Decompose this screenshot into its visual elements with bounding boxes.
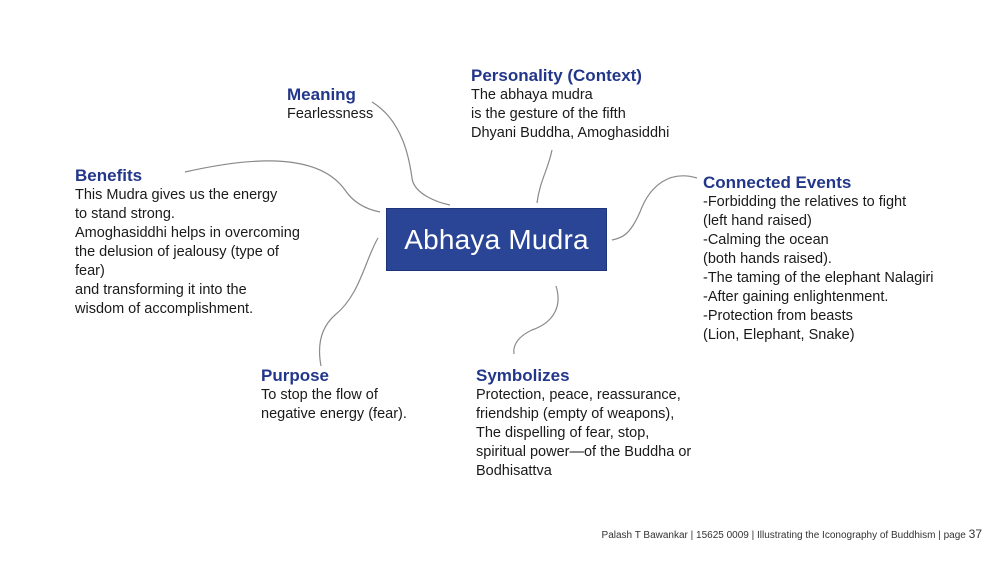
page-number: 37 bbox=[968, 527, 982, 541]
node-symbolizes-line: friendship (empty of weapons), bbox=[476, 406, 675, 422]
connector-personality bbox=[536, 149, 553, 204]
node-connected-events-line: (both hands raised). bbox=[703, 251, 832, 267]
connector-connected bbox=[611, 175, 698, 241]
connector-benefits bbox=[184, 160, 381, 213]
node-purpose-line: To stop the flow of bbox=[261, 387, 378, 403]
node-connected-events: Connected Events -Forbidding the relativ… bbox=[703, 173, 934, 345]
node-benefits-line: Amoghasiddhi helps in overcoming bbox=[75, 225, 300, 241]
node-symbolizes: Symbolizes Protection, peace, reassuranc… bbox=[476, 366, 691, 481]
page-footer: Palash T Bawankar | 15625 0009 | Illustr… bbox=[602, 527, 982, 541]
node-benefits-line: wisdom of accomplishment. bbox=[75, 301, 254, 317]
node-connected-events-line: (Lion, Elephant, Snake) bbox=[703, 327, 855, 343]
node-benefits: Benefits This Mudra gives us the energy … bbox=[75, 166, 300, 319]
connector-meaning bbox=[371, 101, 451, 206]
node-meaning-line: Fearlessness bbox=[287, 106, 374, 122]
footer-credit: Palash T Bawankar | 15625 0009 | Illustr… bbox=[601, 530, 969, 541]
node-connected-events-line: -Forbidding the relatives to fight bbox=[703, 194, 907, 210]
node-personality: Personality (Context) The abhaya mudra i… bbox=[471, 66, 669, 143]
node-benefits-line: fear) bbox=[75, 263, 105, 279]
node-benefits-line: the delusion of jealousy (type of bbox=[75, 244, 279, 260]
central-topic-box: Abhaya Mudra bbox=[386, 208, 607, 271]
node-connected-events-line: (left hand raised) bbox=[703, 213, 812, 229]
node-symbolizes-title: Symbolizes bbox=[476, 366, 570, 385]
node-symbolizes-line: Protection, peace, reassurance, bbox=[476, 387, 681, 403]
node-symbolizes-line: spiritual power—of the Buddha or bbox=[476, 444, 692, 460]
node-benefits-line: and transforming it into the bbox=[75, 282, 247, 298]
node-connected-events-line: -Calming the ocean bbox=[703, 232, 829, 248]
node-purpose: Purpose To stop the flow of negative ene… bbox=[261, 366, 407, 424]
node-connected-events-line: -The taming of the elephant Nalagiri bbox=[703, 270, 934, 286]
node-purpose-line: negative energy (fear). bbox=[261, 406, 407, 422]
node-benefits-title: Benefits bbox=[75, 166, 143, 185]
node-benefits-line: to stand strong. bbox=[75, 206, 175, 222]
node-purpose-title: Purpose bbox=[261, 366, 330, 385]
node-connected-events-line: -Protection from beasts bbox=[703, 308, 853, 324]
node-symbolizes-line: Bodhisattva bbox=[476, 463, 552, 479]
node-personality-title: Personality (Context) bbox=[471, 66, 642, 85]
node-meaning-title: Meaning bbox=[287, 85, 356, 104]
node-benefits-line: This Mudra gives us the energy bbox=[75, 187, 278, 203]
node-connected-events-line: -After gaining enlightenment. bbox=[703, 289, 889, 305]
connector-purpose bbox=[318, 237, 379, 367]
node-meaning: Meaning Fearlessness bbox=[287, 85, 373, 124]
node-personality-line: is the gesture of the fifth bbox=[471, 106, 626, 122]
node-symbolizes-line: The dispelling of fear, stop, bbox=[476, 425, 650, 441]
central-topic-title: Abhaya Mudra bbox=[404, 223, 589, 255]
node-personality-line: The abhaya mudra bbox=[471, 87, 593, 103]
node-connected-events-title: Connected Events bbox=[703, 173, 852, 192]
connector-symbolizes bbox=[513, 285, 559, 355]
node-personality-line: Dhyani Buddha, Amoghasiddhi bbox=[471, 125, 670, 141]
